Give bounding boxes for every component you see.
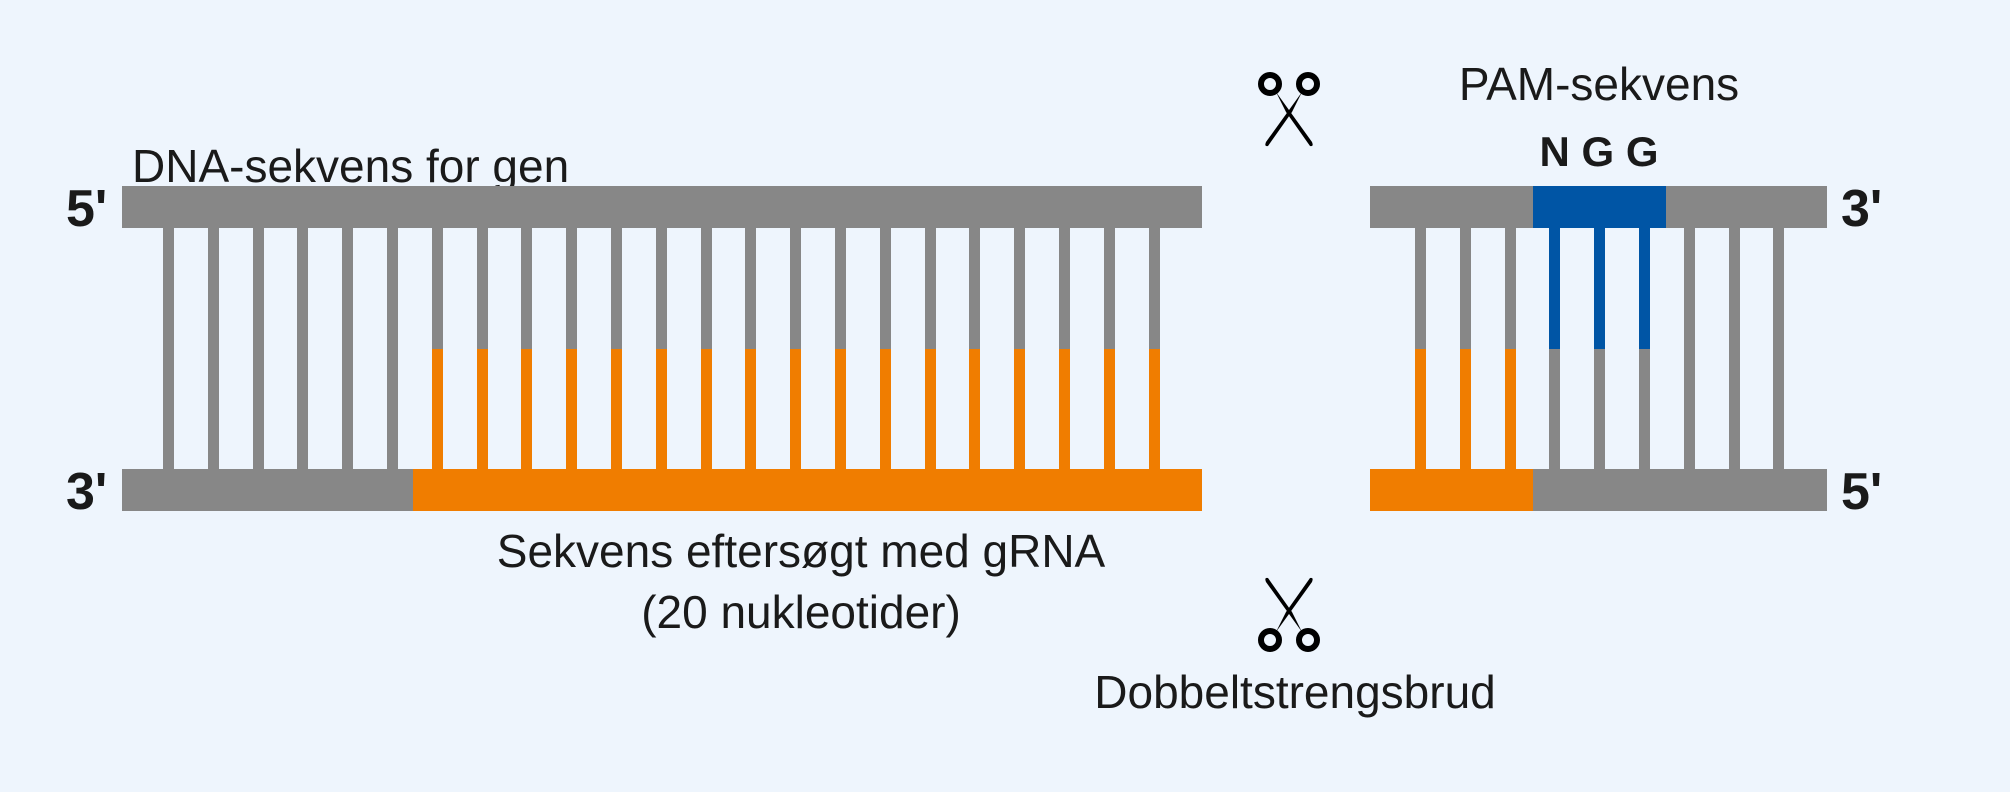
- base-pair-rung: [297, 349, 309, 469]
- base-pair-rung: [924, 228, 936, 349]
- right-bottom-strand-grna-target: [1370, 469, 1533, 511]
- base-pair-rung: [969, 349, 981, 469]
- base-pair-rung: [924, 349, 936, 469]
- grna-length-label: (20 nukleotider): [641, 586, 961, 638]
- base-pair-rung: [790, 349, 802, 469]
- gene-sequence-label: DNA-sekvens for gen: [132, 140, 570, 192]
- scissors-icon: [1258, 577, 1320, 652]
- left-bottom-end-label: 3': [66, 463, 108, 521]
- right-bottom-end-label: 5': [1841, 463, 1883, 521]
- base-pair-rung: [1683, 349, 1695, 469]
- base-pair-rung: [745, 349, 757, 469]
- base-pair-rung: [1728, 228, 1740, 349]
- base-pair-rung: [207, 228, 219, 349]
- base-pair-rung: [655, 228, 667, 349]
- base-pair-rung: [1148, 228, 1160, 349]
- base-pair-rung: [1459, 228, 1471, 349]
- pam-strand-segment: [1533, 186, 1666, 228]
- base-pair-rung: [1728, 349, 1740, 469]
- base-pair-rung: [1148, 349, 1160, 469]
- base-pair-rung: [1773, 228, 1785, 349]
- double-strand-break-label: Dobbeltstrengsbrud: [1094, 666, 1496, 718]
- base-pair-rung: [655, 349, 667, 469]
- base-pair-rung: [566, 228, 578, 349]
- base-pair-rung: [611, 349, 622, 469]
- right-bottom-strand: [1533, 469, 1827, 511]
- base-pair-rung: [431, 228, 443, 349]
- base-pair-rung: [476, 228, 488, 349]
- base-pair-rung: [1014, 228, 1026, 349]
- pam-base-pair-rung: [1639, 228, 1650, 349]
- base-pair-rung: [1415, 349, 1426, 469]
- base-pair-rung: [342, 228, 354, 349]
- base-pair-rung: [700, 349, 712, 469]
- base-pair-rung: [879, 349, 891, 469]
- base-pair-rung: [879, 228, 891, 349]
- base-pair-rung: [207, 349, 219, 469]
- base-pair-rung: [700, 228, 712, 349]
- base-pair-rung: [790, 228, 802, 349]
- base-pair-rung: [1504, 228, 1516, 349]
- base-pair-rung: [1014, 349, 1026, 469]
- base-pair-rung: [835, 228, 846, 349]
- base-pair-rung: [252, 349, 264, 469]
- left-bottom-strand: [122, 469, 413, 511]
- base-pair-rung: [1683, 228, 1695, 349]
- base-pair-rung: [611, 228, 622, 349]
- pam-base-pair-rung: [1594, 228, 1606, 349]
- scissors-icon: [1258, 72, 1320, 147]
- base-pair-rung: [1059, 349, 1070, 469]
- base-pair-rung: [1103, 228, 1115, 349]
- base-pair-rung: [297, 228, 309, 349]
- left-top-strand: [122, 186, 1202, 228]
- base-pair-rung: [431, 349, 443, 469]
- base-pair-rung: [969, 228, 981, 349]
- pam-motif-label: N G G: [1539, 128, 1659, 175]
- base-pair-rung: [835, 349, 846, 469]
- base-pair-rung: [342, 349, 354, 469]
- base-pair-rung: [1103, 349, 1115, 469]
- base-pair-rung: [163, 349, 174, 469]
- base-pair-rung: [1594, 349, 1606, 469]
- grna-target-label: Sekvens eftersøgt med gRNA: [496, 525, 1106, 577]
- base-pair-rung: [745, 228, 757, 349]
- base-pair-rung: [1059, 228, 1070, 349]
- base-pair-rung: [1459, 349, 1471, 469]
- base-pair-rung: [163, 228, 174, 349]
- base-pair-rung: [387, 349, 398, 469]
- right-top-end-label: 3': [1841, 180, 1883, 238]
- base-pair-rung: [1639, 349, 1650, 469]
- base-pair-rung: [1504, 349, 1516, 469]
- base-pair-rung: [476, 349, 488, 469]
- left-bottom-strand-grna-target: [413, 469, 1202, 511]
- base-pair-rung: [566, 349, 578, 469]
- base-pair-rung: [387, 228, 398, 349]
- pam-base-pair-rung: [1549, 228, 1561, 349]
- left-top-end-label: 5': [66, 180, 108, 238]
- base-pair-rung: [521, 228, 533, 349]
- base-pair-rung: [1415, 228, 1426, 349]
- base-pair-rung: [252, 228, 264, 349]
- base-pair-rung: [1549, 349, 1561, 469]
- base-pair-rung: [1773, 349, 1785, 469]
- base-pair-rung: [521, 349, 533, 469]
- pam-sequence-label: PAM-sekvens: [1458, 58, 1740, 110]
